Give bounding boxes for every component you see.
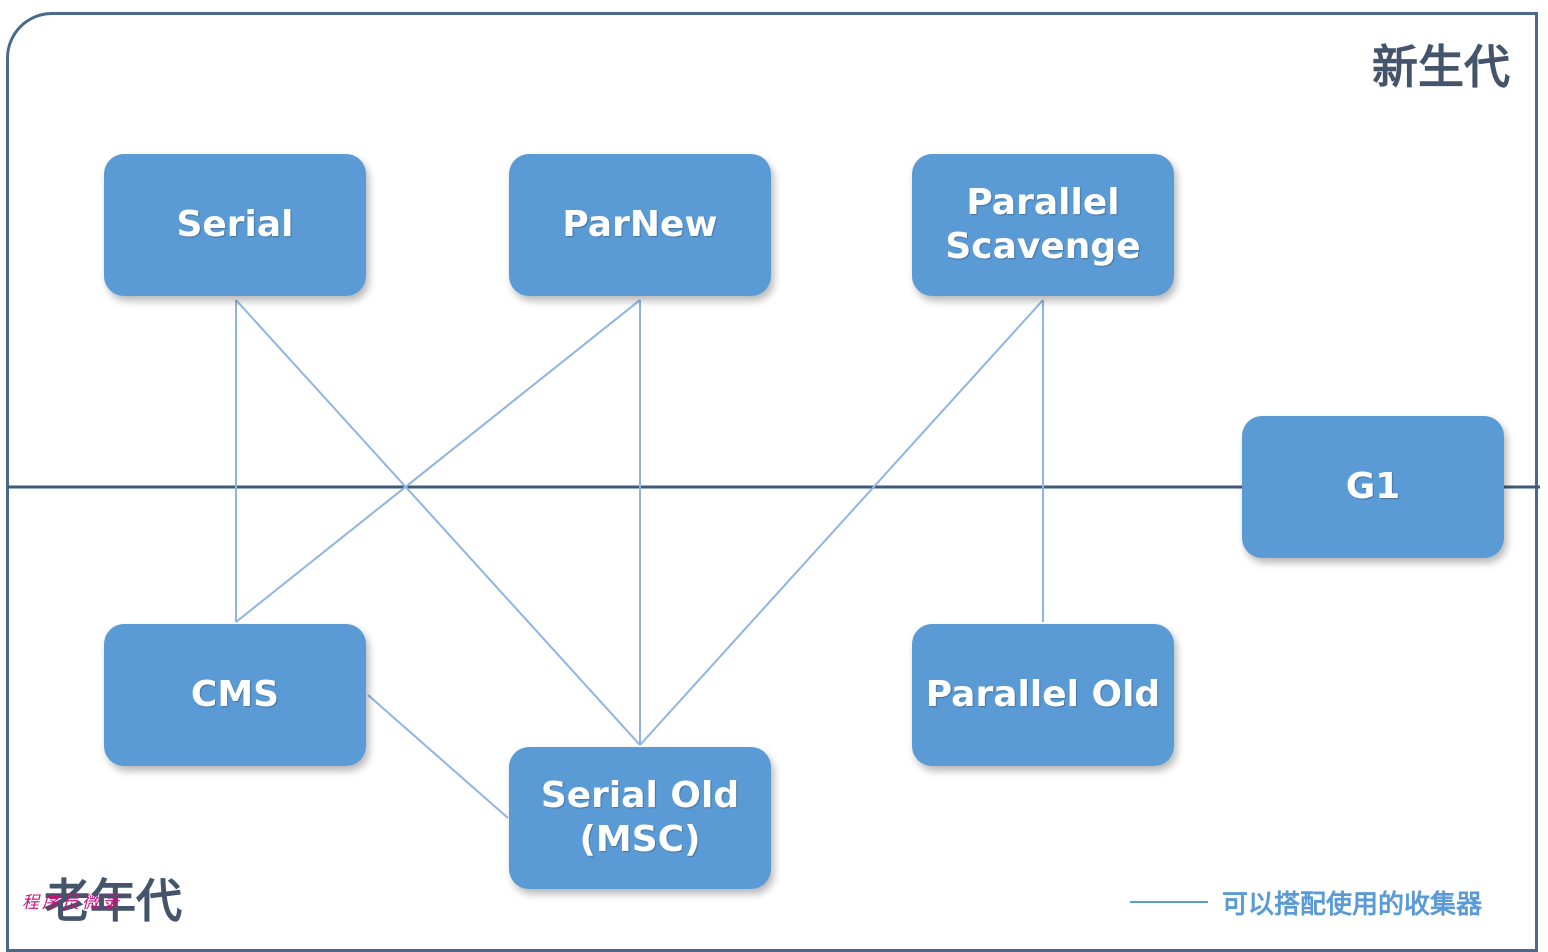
young-generation-label: 新生代	[1372, 40, 1510, 94]
watermark-text: 程序员微录	[22, 893, 122, 913]
collector-serial-old: Serial Old (MSC)	[509, 747, 771, 889]
collector-g1: G1	[1242, 416, 1504, 558]
collector-parallel-scavenge: Parallel Scavenge	[912, 154, 1174, 296]
collector-serial: Serial	[104, 154, 366, 296]
link-cms-serial-old	[367, 694, 509, 819]
collector-parallel-old: Parallel Old	[912, 624, 1174, 766]
collector-cms: CMS	[104, 624, 366, 766]
link-parnew-cms	[235, 299, 641, 623]
legend-line-swatch	[1130, 901, 1208, 903]
legend: 可以搭配使用的收集器	[1130, 884, 1482, 920]
old-generation-label: 老年代	[44, 874, 182, 928]
legend-label: 可以搭配使用的收集器	[1222, 889, 1483, 920]
link-serial-serial-old	[235, 299, 641, 746]
link-parallel-scavenge-serial-old	[639, 299, 1044, 746]
collector-parnew: ParNew	[509, 154, 771, 296]
